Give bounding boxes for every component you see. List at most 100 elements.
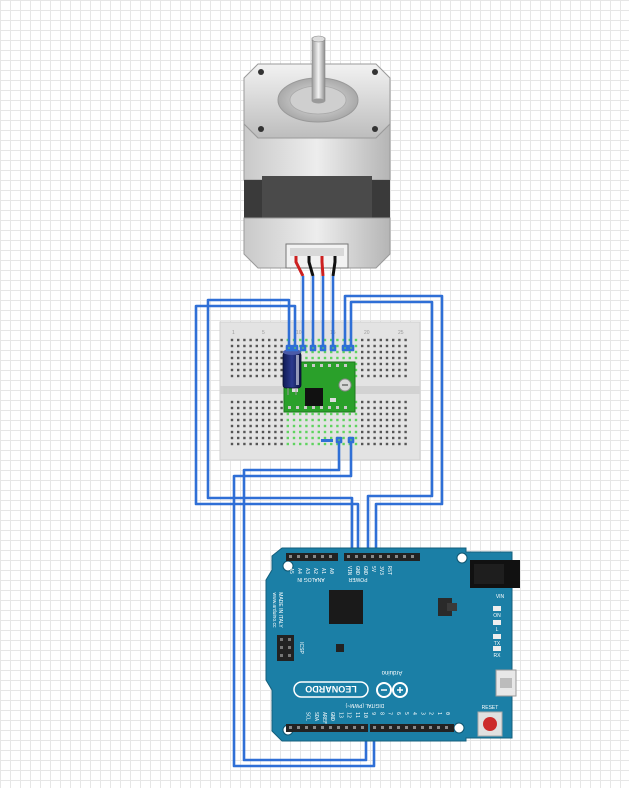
digital-pin-label: 3 [419, 712, 425, 715]
breadboard-hole [280, 362, 283, 366]
breadboard-hole [243, 362, 246, 366]
breadboard-hole [299, 430, 302, 434]
breadboard-hole [373, 356, 376, 360]
breadboard-hole [249, 338, 252, 342]
breadboard-hole [311, 412, 314, 416]
breadboard-hole [274, 356, 277, 360]
breadboard-hole [367, 400, 370, 404]
breadboard-hole [243, 338, 246, 342]
breadboard-hole [385, 412, 389, 416]
breadboard-hole [268, 374, 271, 378]
breadboard-hole [249, 424, 252, 428]
breadboard-hole [268, 442, 271, 446]
on-label: ON [493, 613, 501, 619]
breadboard-hole [237, 424, 240, 428]
breadboard-hole [330, 424, 333, 428]
breadboard-hole [249, 374, 252, 378]
breadboard-hole [280, 400, 283, 404]
breadboard-hole [274, 344, 277, 348]
breadboard-hole [330, 430, 333, 434]
breadboard-hole [317, 418, 320, 422]
breadboard-hole [330, 442, 333, 446]
breadboard-hole [379, 344, 382, 348]
breadboard-hole [348, 418, 351, 422]
breadboard-hole [249, 350, 252, 354]
power-pin-label: 5V [370, 566, 376, 572]
on-led [493, 606, 501, 611]
header-pin [313, 726, 316, 729]
breadboard-hole [404, 356, 407, 360]
breadboard-hole [255, 350, 258, 354]
breadboard-hole [392, 436, 395, 440]
breadboard-hole [255, 368, 258, 372]
breadboard-hole [292, 424, 296, 428]
breadboard-hole [398, 406, 401, 410]
breadboard-hole [237, 412, 240, 416]
breadboard-hole [274, 442, 277, 446]
analog-pin-label: A5 [288, 568, 294, 574]
breadboard-hole [373, 368, 376, 372]
breadboard-hole [274, 362, 277, 366]
breadboard-hole [330, 338, 333, 342]
digital-pin-label: 2 [428, 712, 434, 715]
header-pin [429, 726, 432, 729]
breadboard-hole [249, 400, 252, 404]
breadboard-hole [404, 350, 407, 354]
wire-endpoint [347, 344, 355, 352]
breadboard-hole [286, 430, 289, 434]
breadboard-hole [348, 424, 351, 428]
breadboard-hole [305, 436, 308, 440]
breadboard-hole [354, 368, 358, 372]
breadboard-hole [404, 412, 407, 416]
breadboard-hole [385, 418, 389, 422]
digital-pin-label: 10 [362, 712, 368, 718]
breadboard-hole [280, 374, 283, 378]
header-pin [345, 726, 348, 729]
breadboard-hole [385, 344, 389, 348]
breadboard-hole [354, 406, 358, 410]
breadboard-hole [379, 436, 382, 440]
breadboard-hole [237, 356, 240, 360]
breadboard-hole [261, 350, 265, 354]
breadboard-hole [261, 356, 265, 360]
breadboard-hole [373, 412, 376, 416]
analog-pin-label: A4 [296, 568, 302, 574]
breadboard-hole [280, 368, 283, 372]
breadboard-hole [274, 430, 277, 434]
breadboard-hole [404, 368, 407, 372]
breadboard-hole [348, 350, 351, 354]
breadboard-hole [373, 442, 376, 446]
breadboard-hole [255, 436, 258, 440]
power-pin-label: 3V3 [378, 566, 384, 575]
breadboard-hole [249, 406, 252, 410]
breadboard-hole [255, 400, 258, 404]
breadboard-hole [249, 430, 252, 434]
breadboard-hole [305, 430, 308, 434]
breadboard-hole [237, 368, 240, 372]
rx-label: RX [494, 653, 502, 659]
breadboard-hole [280, 442, 283, 446]
breadboard-hole [311, 424, 314, 428]
breadboard-hole [237, 418, 240, 422]
breadboard-hole [373, 406, 376, 410]
breadboard-hole [274, 350, 277, 354]
svg-text:25: 25 [398, 330, 404, 336]
breadboard-hole [268, 344, 271, 348]
breadboard-hole [299, 436, 302, 440]
header-pin [437, 726, 440, 729]
breadboard-hole [230, 356, 234, 360]
stepper-motor [243, 35, 391, 277]
breadboard-hole [286, 424, 289, 428]
breadboard-hole [317, 430, 320, 434]
breadboard-hole [379, 400, 382, 404]
breadboard-hole [398, 338, 401, 342]
breadboard-hole [268, 338, 271, 342]
breadboard-hole [274, 412, 277, 416]
breadboard-hole [385, 356, 389, 360]
breadboard-hole [268, 400, 271, 404]
breadboard-hole [336, 418, 339, 422]
breadboard-hole [373, 338, 376, 342]
breadboard-hole [305, 424, 308, 428]
breadboard-hole [392, 418, 395, 422]
header-pin [421, 726, 424, 729]
